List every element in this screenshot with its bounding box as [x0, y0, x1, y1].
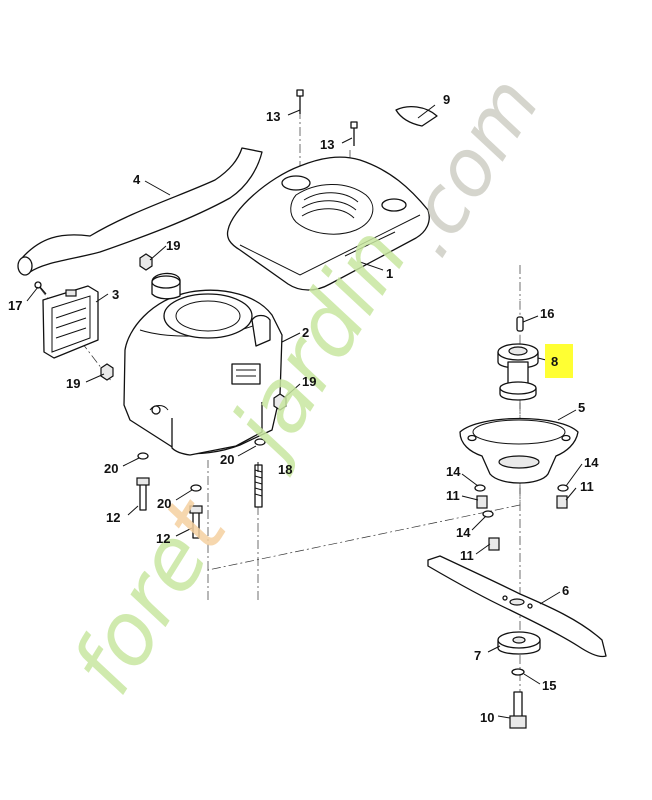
part-12-bolt-b: [189, 505, 203, 539]
part-13-screw-a: [296, 89, 304, 114]
callout-12b[interactable]: 12: [156, 531, 170, 546]
callout-20b[interactable]: 20: [220, 452, 234, 467]
callout-8[interactable]: 8: [551, 354, 558, 369]
part-19-nut-c: [273, 393, 287, 411]
callout-7[interactable]: 7: [474, 648, 481, 663]
part-17-screw: [34, 281, 47, 295]
part-14-washers: [474, 484, 569, 518]
part-9-cap: [395, 105, 438, 127]
callout-2[interactable]: 2: [302, 325, 309, 340]
callout-11a[interactable]: 11: [446, 488, 460, 503]
callout-4[interactable]: 4: [133, 172, 141, 187]
callout-9[interactable]: 9: [443, 92, 450, 107]
callout-13a[interactable]: 13: [266, 109, 280, 124]
part-6-blade: [427, 555, 607, 658]
callout-19b[interactable]: 19: [66, 376, 80, 391]
callout-14c[interactable]: 14: [456, 525, 471, 540]
callout-3[interactable]: 3: [112, 287, 119, 302]
part-5-carrier: [459, 417, 579, 484]
callout-6[interactable]: 6: [562, 583, 569, 598]
callout-10[interactable]: 10: [480, 710, 494, 725]
callout-20a[interactable]: 20: [104, 461, 118, 476]
part-1-cover: [226, 156, 430, 291]
part-4-tube: [17, 147, 263, 276]
callout-1[interactable]: 1: [386, 266, 393, 281]
callout-14a[interactable]: 14: [446, 464, 461, 479]
part-11-bolt-b: [488, 537, 500, 551]
callout-labels: 9 13 13 4 1 19 3 17 2 19 19 20 20 18 20 …: [8, 92, 599, 725]
part-13-screw-b: [350, 121, 358, 146]
callout-15[interactable]: 15: [542, 678, 556, 693]
watermark-com: .com: [380, 62, 558, 272]
part-3-panel: [42, 285, 99, 359]
part-11-bolt-a: [476, 495, 488, 509]
leader-lines: [26, 104, 583, 719]
callout-12a[interactable]: 12: [106, 510, 120, 525]
part-20-washers: [137, 438, 266, 492]
part-10-bolt: [509, 691, 527, 729]
callout-18[interactable]: 18: [278, 462, 292, 477]
callout-14b[interactable]: 14: [584, 455, 599, 470]
part-16-key: [516, 316, 524, 332]
callout-16[interactable]: 16: [540, 306, 554, 321]
watermark-foret: foret: [53, 482, 248, 712]
part-19-nut-a: [139, 253, 153, 271]
part-2-engine: [123, 272, 283, 456]
callout-13b[interactable]: 13: [320, 137, 334, 152]
callout-5[interactable]: 5: [578, 400, 585, 415]
part-8-adapter: [497, 343, 539, 401]
callout-17[interactable]: 17: [8, 298, 22, 313]
callout-11b[interactable]: 11: [460, 548, 474, 563]
part-8-highlight: [545, 344, 573, 378]
callout-20c[interactable]: 20: [157, 496, 171, 511]
callout-11c[interactable]: 11: [580, 479, 594, 494]
part-11-bolt-c: [556, 495, 568, 509]
callout-19a[interactable]: 19: [166, 238, 180, 253]
part-12-bolt-a: [136, 477, 150, 511]
part-19-nut-b: [100, 363, 114, 381]
callout-19c[interactable]: 19: [302, 374, 316, 389]
part-15-washer: [511, 668, 525, 676]
part-7-plate: [497, 631, 541, 655]
